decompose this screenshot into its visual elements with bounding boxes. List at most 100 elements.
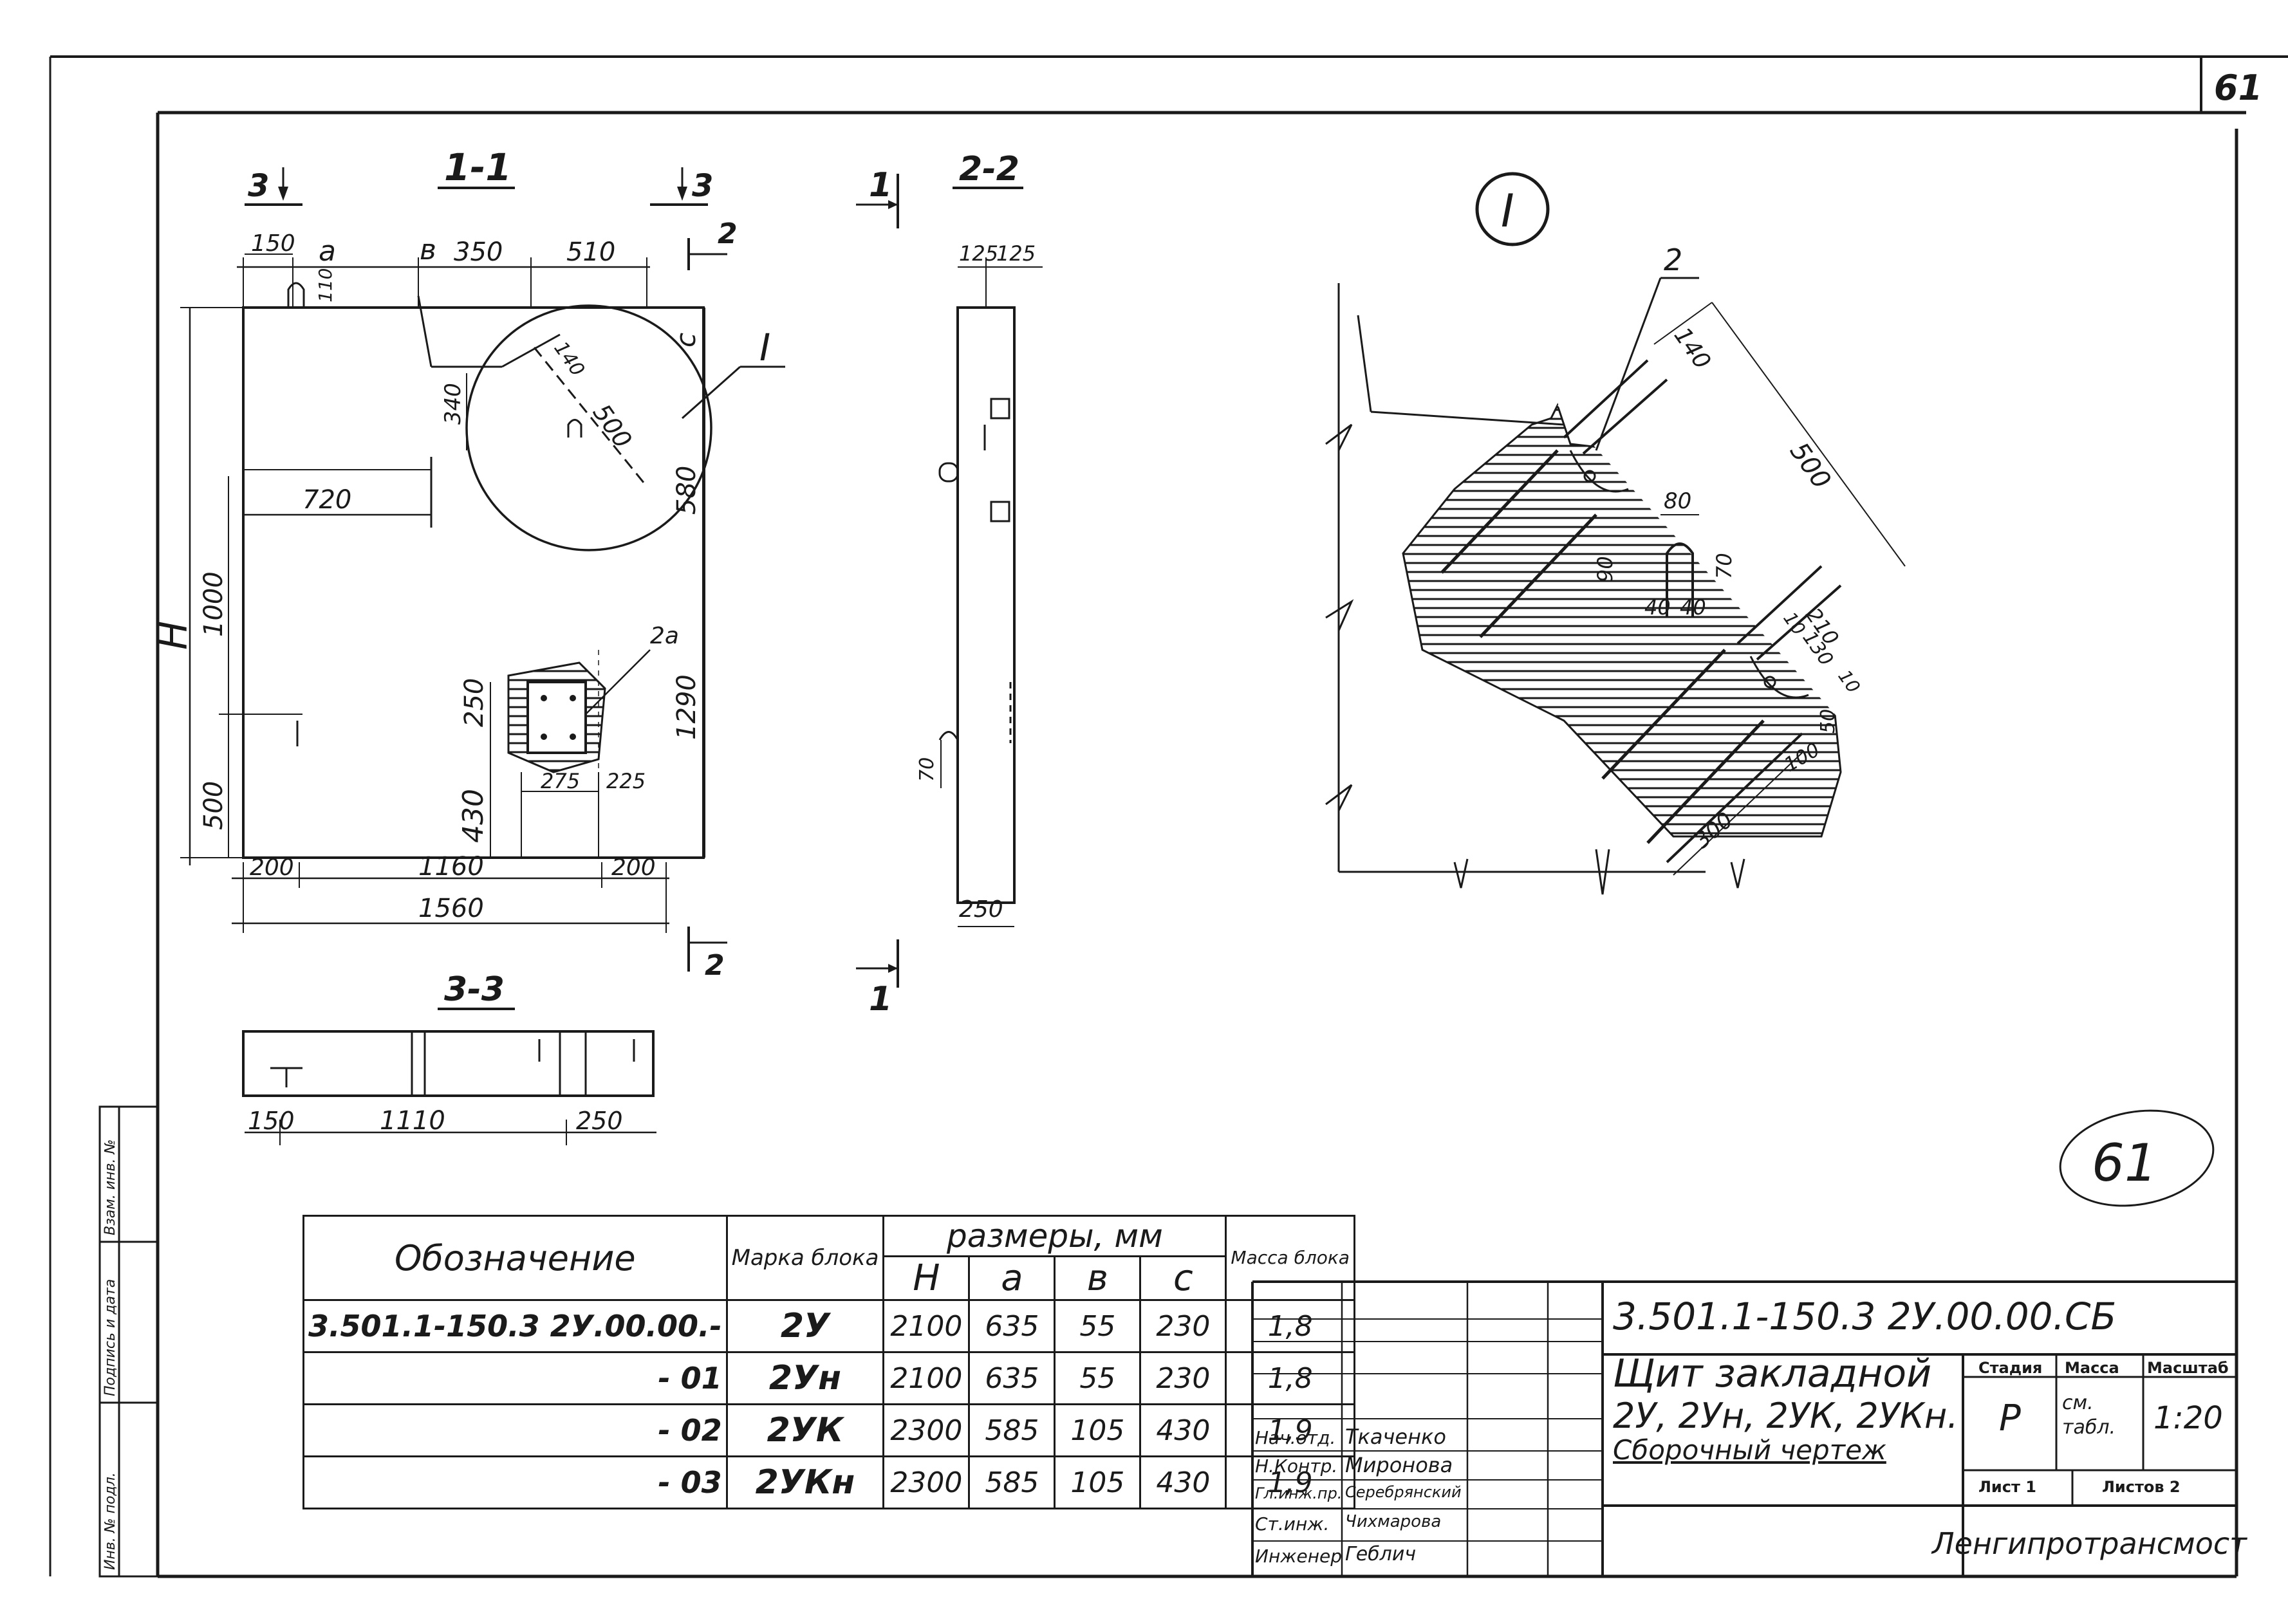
dim-430: 430 [457,789,490,843]
row-mass: 1,8 [1225,1351,1355,1405]
row-a: 585 [968,1403,1056,1457]
table-row: - 01 2Ун 2100 635 55 230 1,8 [302,1351,1355,1405]
dim-110: 110 [315,268,336,302]
cut-3-right: 3 [692,168,713,204]
spec-header-c: c [1139,1255,1227,1301]
role-label: Нач.отд. [1255,1427,1336,1448]
row-H: 2100 [882,1351,971,1405]
document-title: Щит закладной 2У, 2Ун, 2УК, 2УКн. Сбороч… [1613,1352,1958,1466]
dim-150-3-3: 150 [248,1107,295,1135]
table-row: - 03 2УКн 2300 585 105 430 1,9 [302,1455,1355,1509]
header-scale: Масштаб [2147,1359,2229,1377]
corner-sheet-number: 61 [2214,68,2262,108]
cut-3-left: 3 [248,168,269,204]
row-mark: 2УКн [725,1455,885,1509]
row-c: 230 [1139,1299,1227,1353]
row-b: 55 [1054,1299,1142,1353]
dim-225: 225 [606,769,646,793]
role-name: Ткаченко [1345,1425,1446,1449]
spec-header-H: H [882,1255,971,1301]
detail-dim-50: 50 [1817,709,1839,734]
side-stamp-inv-vzam: Взам. инв. № [102,1140,118,1235]
dim-510: 510 [566,237,615,267]
dim-200-left: 200 [250,854,294,881]
role-label: Гл.инж.пр. [1255,1484,1343,1502]
dim-250-3-3: 250 [576,1107,623,1135]
detail-dim-80: 80 [1664,488,1691,514]
dim-1160: 1160 [418,852,484,881]
row-mass: 1,8 [1225,1299,1355,1353]
mass-value: см. табл. [2062,1392,2116,1439]
view-section-1-1: 1-1 3 3 2 2 150 a в 350 510 110 [151,145,785,982]
detail-pos-2: 2 [1664,243,1682,277]
dim-125-b: 125 [996,241,1036,266]
section-2-2-label: 2-2 [959,150,1019,189]
detail-dim-70: 70 [1712,553,1736,579]
detail-dim-90: 90 [1593,556,1617,582]
pos-I-label: I [759,326,770,369]
dim-275: 275 [541,769,580,793]
detail-dim-140: 140 [1669,323,1716,374]
dim-350: 350 [454,237,503,267]
dim-500-circle: 500 [588,399,638,454]
stage-value: Р [1999,1398,2021,1439]
spec-header-designation: Обозначение [302,1215,728,1301]
stamp-number: 61 [2092,1133,2157,1193]
title-line-3: Сборочный чертеж [1613,1434,1886,1466]
spec-header-sizes: размеры, мм [882,1215,1227,1257]
title-line-2: 2У, 2Ун, 2УК, 2УКн. [1613,1396,1958,1436]
dim-140-circle: 140 [549,338,589,381]
row-mark: 2У [725,1299,885,1353]
title-block: Нач.отд. Ткаченко Н.Контр. Миронова Гл.и… [1252,1282,2247,1596]
side-stamp-sign-date: Подпись и дата [102,1279,118,1396]
row-H: 2100 [882,1299,971,1353]
section-1-1-label: 1-1 [444,145,512,189]
row-mark: 2УК [725,1403,885,1457]
organization-name: Ленгипротрансмост [1932,1526,2247,1561]
row-c: 430 [1139,1403,1227,1457]
title-block-signatures: Нач.отд. Ткаченко Н.Контр. Миронова Гл.и… [1252,1282,1600,1596]
role-label: Инженер [1255,1546,1343,1567]
sheets-value: Листов 2 [2102,1478,2181,1496]
row-mark: 2Ун [725,1351,885,1405]
spec-header-mass: Масса блока [1225,1215,1355,1301]
view-section-3-3: 3-3 150 1110 250 [242,970,656,1145]
pos-2a: 2a [650,623,679,649]
dim-c: c [670,333,702,347]
dim-1110: 1110 [380,1106,445,1136]
section-3-3-label: 3-3 [444,970,505,1009]
row-b: 105 [1054,1403,1142,1457]
row-a: 585 [968,1455,1056,1509]
dim-b: в [420,234,436,266]
dim-150-top: 150 [251,230,295,257]
dim-250-2-2: 250 [959,896,1003,923]
role-label: Ст.инж. [1255,1513,1330,1535]
dim-H: H [151,621,196,650]
dim-a: a [319,235,336,268]
table-row: 3.501.1-150.3 2У.00.00.- 2У 2100 635 55 … [302,1299,1355,1353]
dim-340: 340 [440,383,466,425]
row-a: 635 [968,1351,1056,1405]
dim-70-2-2: 70 [916,757,938,782]
role-name: Миронова [1345,1453,1453,1477]
row-b: 105 [1054,1455,1142,1509]
header-stage: Стадия [1978,1359,2043,1377]
dim-500-left: 500 [199,781,228,830]
dim-1290: 1290 [672,674,702,740]
spec-header-mark: Марка блока [725,1215,885,1301]
scale-value: 1:20 [2153,1400,2223,1436]
view-section-2-2: 2-2 1 1 125 125 70 250 [856,150,1043,1019]
detail-dim-40-a: 40 [1644,595,1671,620]
sheet-stamp: 61 [2059,1109,2215,1207]
dim-1560: 1560 [418,894,484,923]
row-designation: 3.501.1-150.3 2У.00.00.- [302,1299,728,1353]
header-mass: Масса [2065,1359,2119,1377]
row-mass: 1,9 [1225,1403,1355,1457]
cut-1-top: 1 [869,166,892,205]
role-name: Геблич [1345,1543,1417,1565]
row-H: 2300 [882,1403,971,1457]
cut-2-top: 2 [718,217,738,250]
dim-580: 580 [672,466,702,515]
